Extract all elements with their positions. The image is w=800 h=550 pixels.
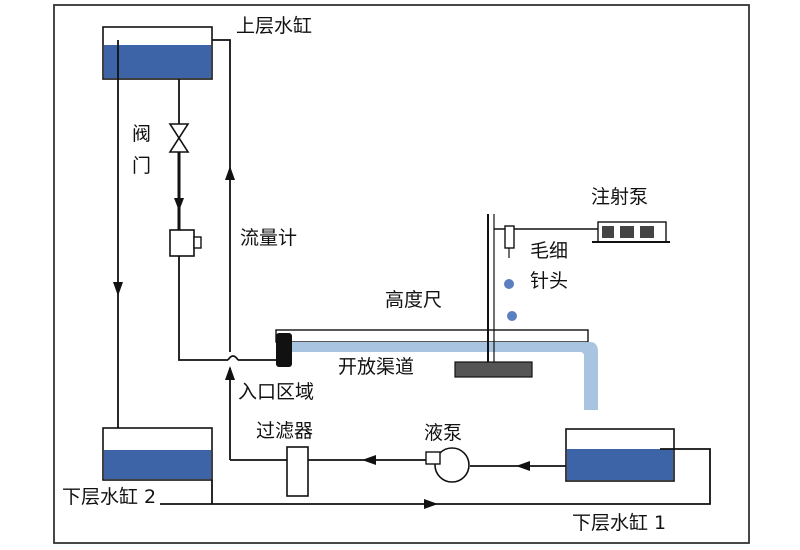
filter-icon [286, 446, 309, 497]
overflow-pipe [212, 39, 231, 180]
lower-tank-2-water [104, 450, 211, 479]
diagram-frame [53, 4, 750, 544]
lower-tank-2 [102, 427, 213, 481]
syringe-pump-label: 注射泵 [591, 186, 648, 208]
channel-outflow-water [572, 342, 598, 410]
droplet-2 [507, 311, 517, 321]
upper-tank-label: 上层水缸 [236, 15, 312, 37]
arrow-down-valve [174, 198, 184, 211]
upper-tank [102, 26, 213, 80]
arrow-up-flowmeter [225, 166, 235, 180]
lower-tank-1 [565, 428, 675, 482]
syringe-pump-icon [592, 221, 670, 243]
pipe-crossover [227, 355, 239, 361]
liquid-pump-icon [425, 447, 470, 483]
valve-label-2: 门 [132, 155, 151, 177]
base-plate [454, 361, 533, 378]
lower-tank-2-label: 下层水缸 2 [62, 486, 156, 508]
valve-icon [168, 123, 190, 153]
flowmeter-label: 流量计 [240, 227, 297, 249]
liquid-pump-label: 液泵 [424, 422, 462, 444]
valve-label-1: 阀 [132, 123, 151, 145]
arrow-left-filter [362, 455, 376, 465]
filter-label: 过滤器 [256, 420, 313, 442]
arrow-left-pump-in [516, 461, 530, 471]
height-ruler-label: 高度尺 [385, 289, 442, 311]
channel-water [288, 342, 586, 352]
channel-inlet-block [276, 333, 292, 367]
lower-tank-1-label: 下层水缸 1 [572, 512, 666, 534]
arrow-down-left [113, 282, 123, 296]
flowmeter-to-inlet-pipe [178, 256, 228, 361]
capillary-label-1: 毛细 [530, 240, 568, 262]
flowmeter-icon [169, 229, 202, 257]
arrow-up-inlet [225, 366, 235, 380]
lower-tank-1-water [567, 449, 673, 480]
droplet-1 [504, 279, 514, 289]
capillary-label-2: 针头 [530, 270, 568, 292]
capillary-needle-icon [504, 225, 515, 249]
arrow-right-bottom [424, 499, 438, 509]
open-channel-label: 开放渠道 [338, 356, 414, 378]
inlet-zone-label: 入口区域 [238, 381, 314, 403]
open-channel [275, 329, 598, 410]
upper-tank-water [104, 45, 211, 78]
